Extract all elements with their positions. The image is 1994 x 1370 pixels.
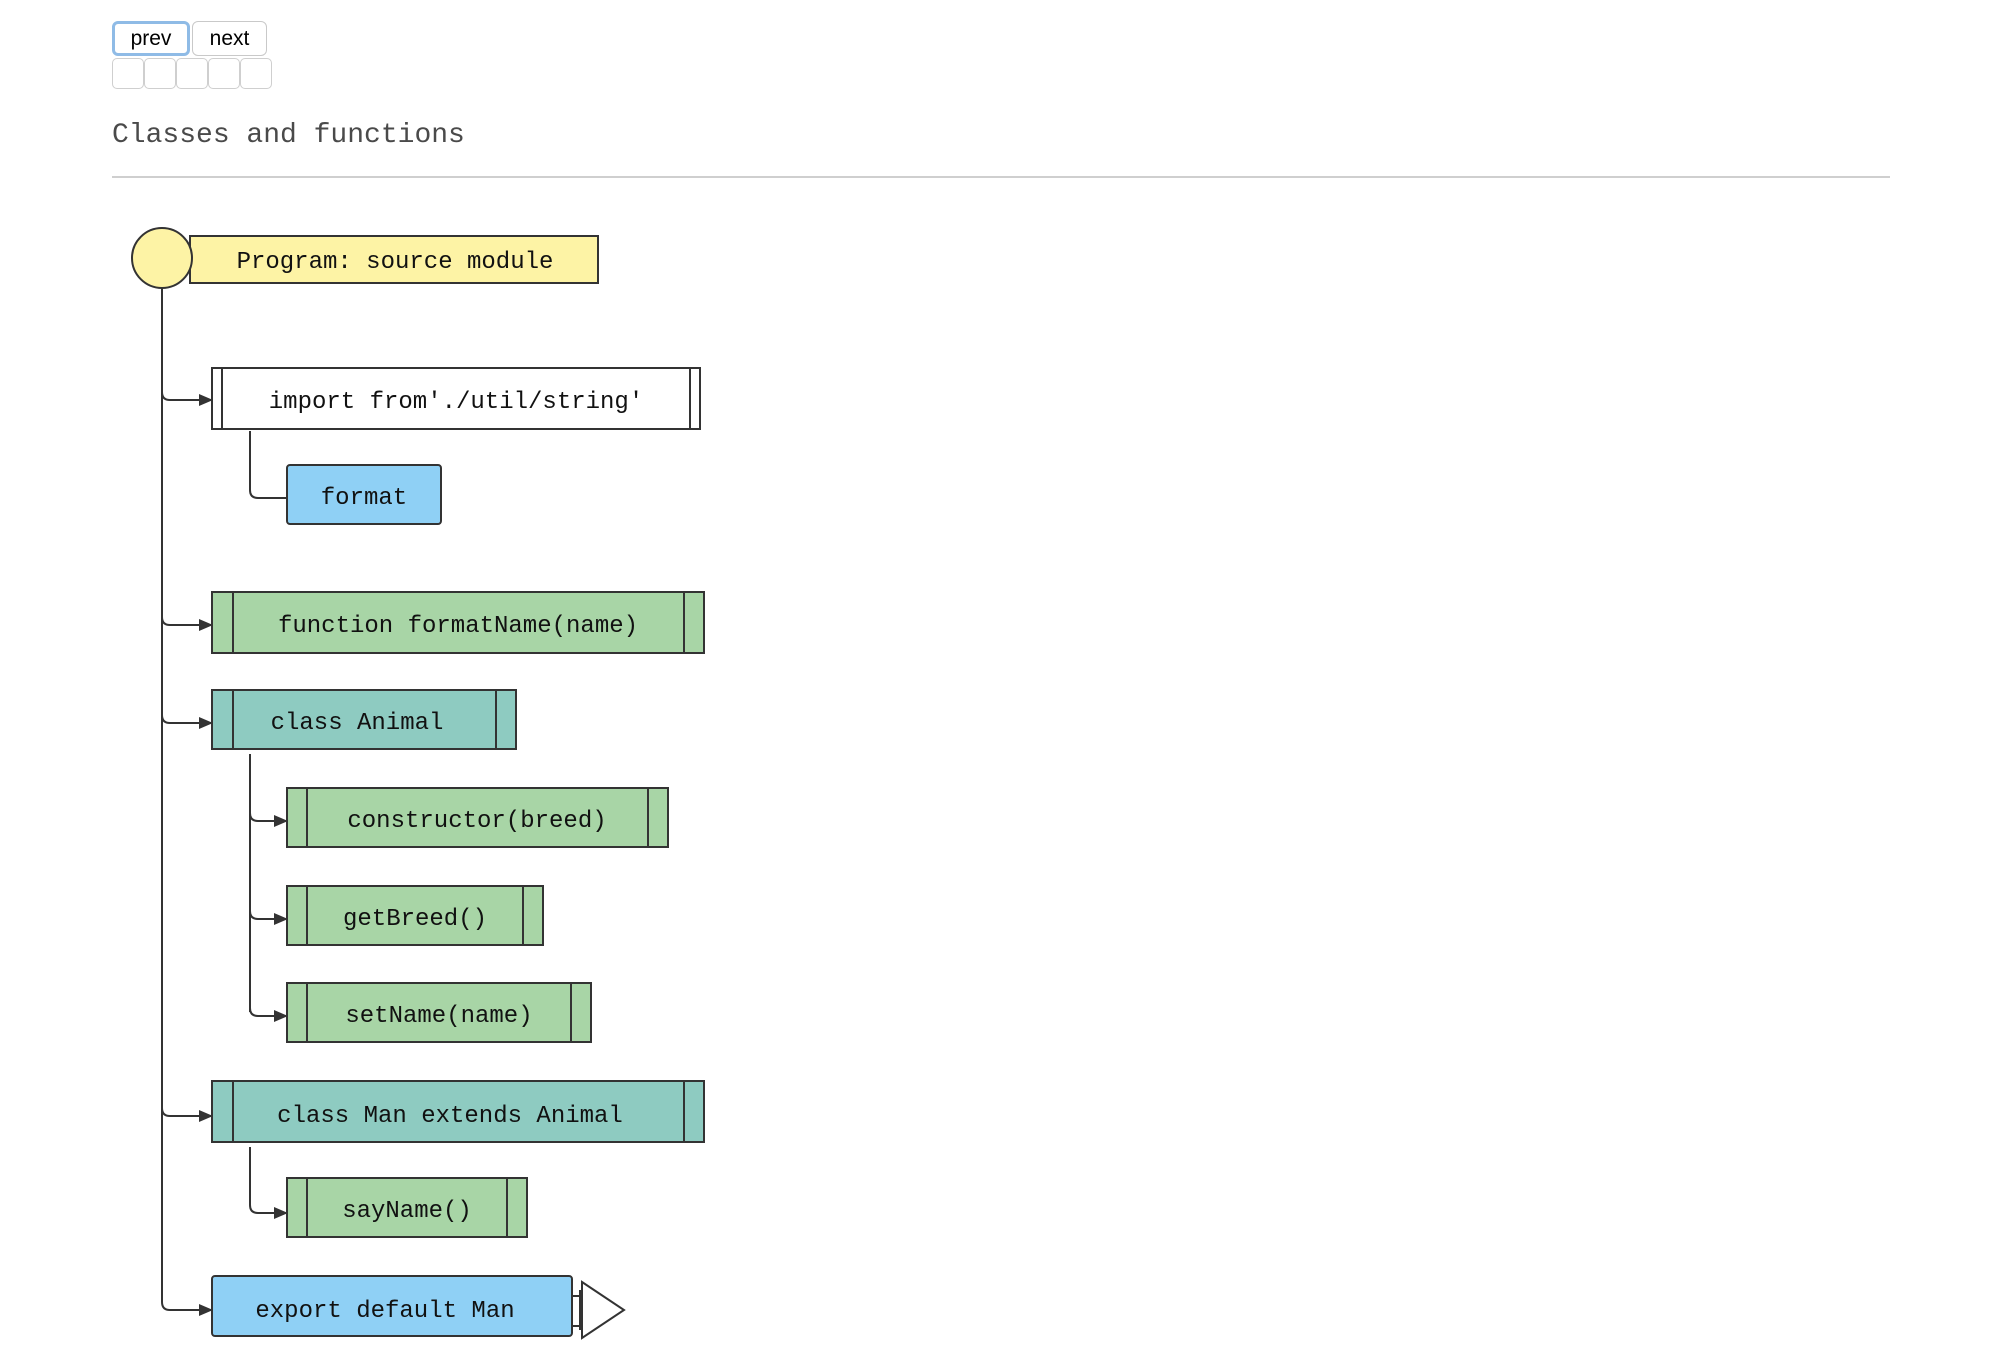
step-indicator-2[interactable] — [144, 58, 176, 89]
node-constructor-label: constructor(breed) — [347, 808, 606, 835]
program-label-box — [189, 235, 599, 284]
prev-button[interactable]: prev — [112, 21, 190, 56]
connector-formatName — [161, 616, 213, 631]
node-format-label: format — [321, 485, 407, 512]
node-getBreed-label: getBreed() — [343, 906, 487, 933]
node-Animal[interactable]: class Animal — [211, 689, 517, 750]
connector-getBreed — [249, 910, 288, 925]
connector-constructor — [249, 812, 288, 827]
title-divider — [112, 176, 1890, 178]
next-button[interactable]: next — [192, 21, 267, 56]
node-setName[interactable]: setName(name) — [286, 982, 592, 1043]
connector-import — [161, 391, 213, 406]
connector-sayName — [249, 1204, 288, 1219]
connector-Man — [161, 1107, 213, 1122]
node-formatName-label: function formatName(name) — [278, 613, 638, 640]
node-sayName-label: sayName() — [342, 1198, 472, 1225]
node-getBreed[interactable]: getBreed() — [286, 885, 544, 946]
connectors — [161, 287, 288, 1316]
step-indicator-3[interactable] — [176, 58, 208, 89]
node-setName-label: setName(name) — [345, 1003, 532, 1030]
step-indicator-5[interactable] — [240, 58, 272, 89]
node-import[interactable]: import from'./util/string' — [211, 367, 701, 430]
connector-format — [249, 431, 287, 499]
export-triangle-icon — [581, 1280, 626, 1340]
node-export-default[interactable]: export default Man — [211, 1275, 626, 1340]
connector-Animal — [161, 714, 213, 729]
step-indicator-1[interactable] — [112, 58, 144, 89]
node-formatName[interactable]: function formatName(name) — [211, 591, 705, 654]
node-format[interactable]: format — [286, 464, 442, 525]
node-sayName[interactable]: sayName() — [286, 1177, 528, 1238]
program-label: Program: source module — [237, 249, 554, 276]
node-Man[interactable]: class Man extends Animal — [211, 1080, 705, 1143]
node-Man-label: class Man extends Animal — [277, 1103, 623, 1130]
node-Animal-label: class Animal — [271, 710, 444, 737]
connector-export — [161, 1301, 213, 1316]
page-title: Classes and functions — [112, 120, 465, 151]
program-start-icon — [131, 227, 193, 289]
node-export-label: export default Man — [255, 1298, 514, 1325]
node-constructor[interactable]: constructor(breed) — [286, 787, 669, 848]
step-indicator-4[interactable] — [208, 58, 240, 89]
connector-setName — [249, 1007, 288, 1022]
node-import-label: import from'./util/string' — [269, 389, 643, 416]
program-node: Program: source module — [131, 227, 599, 289]
